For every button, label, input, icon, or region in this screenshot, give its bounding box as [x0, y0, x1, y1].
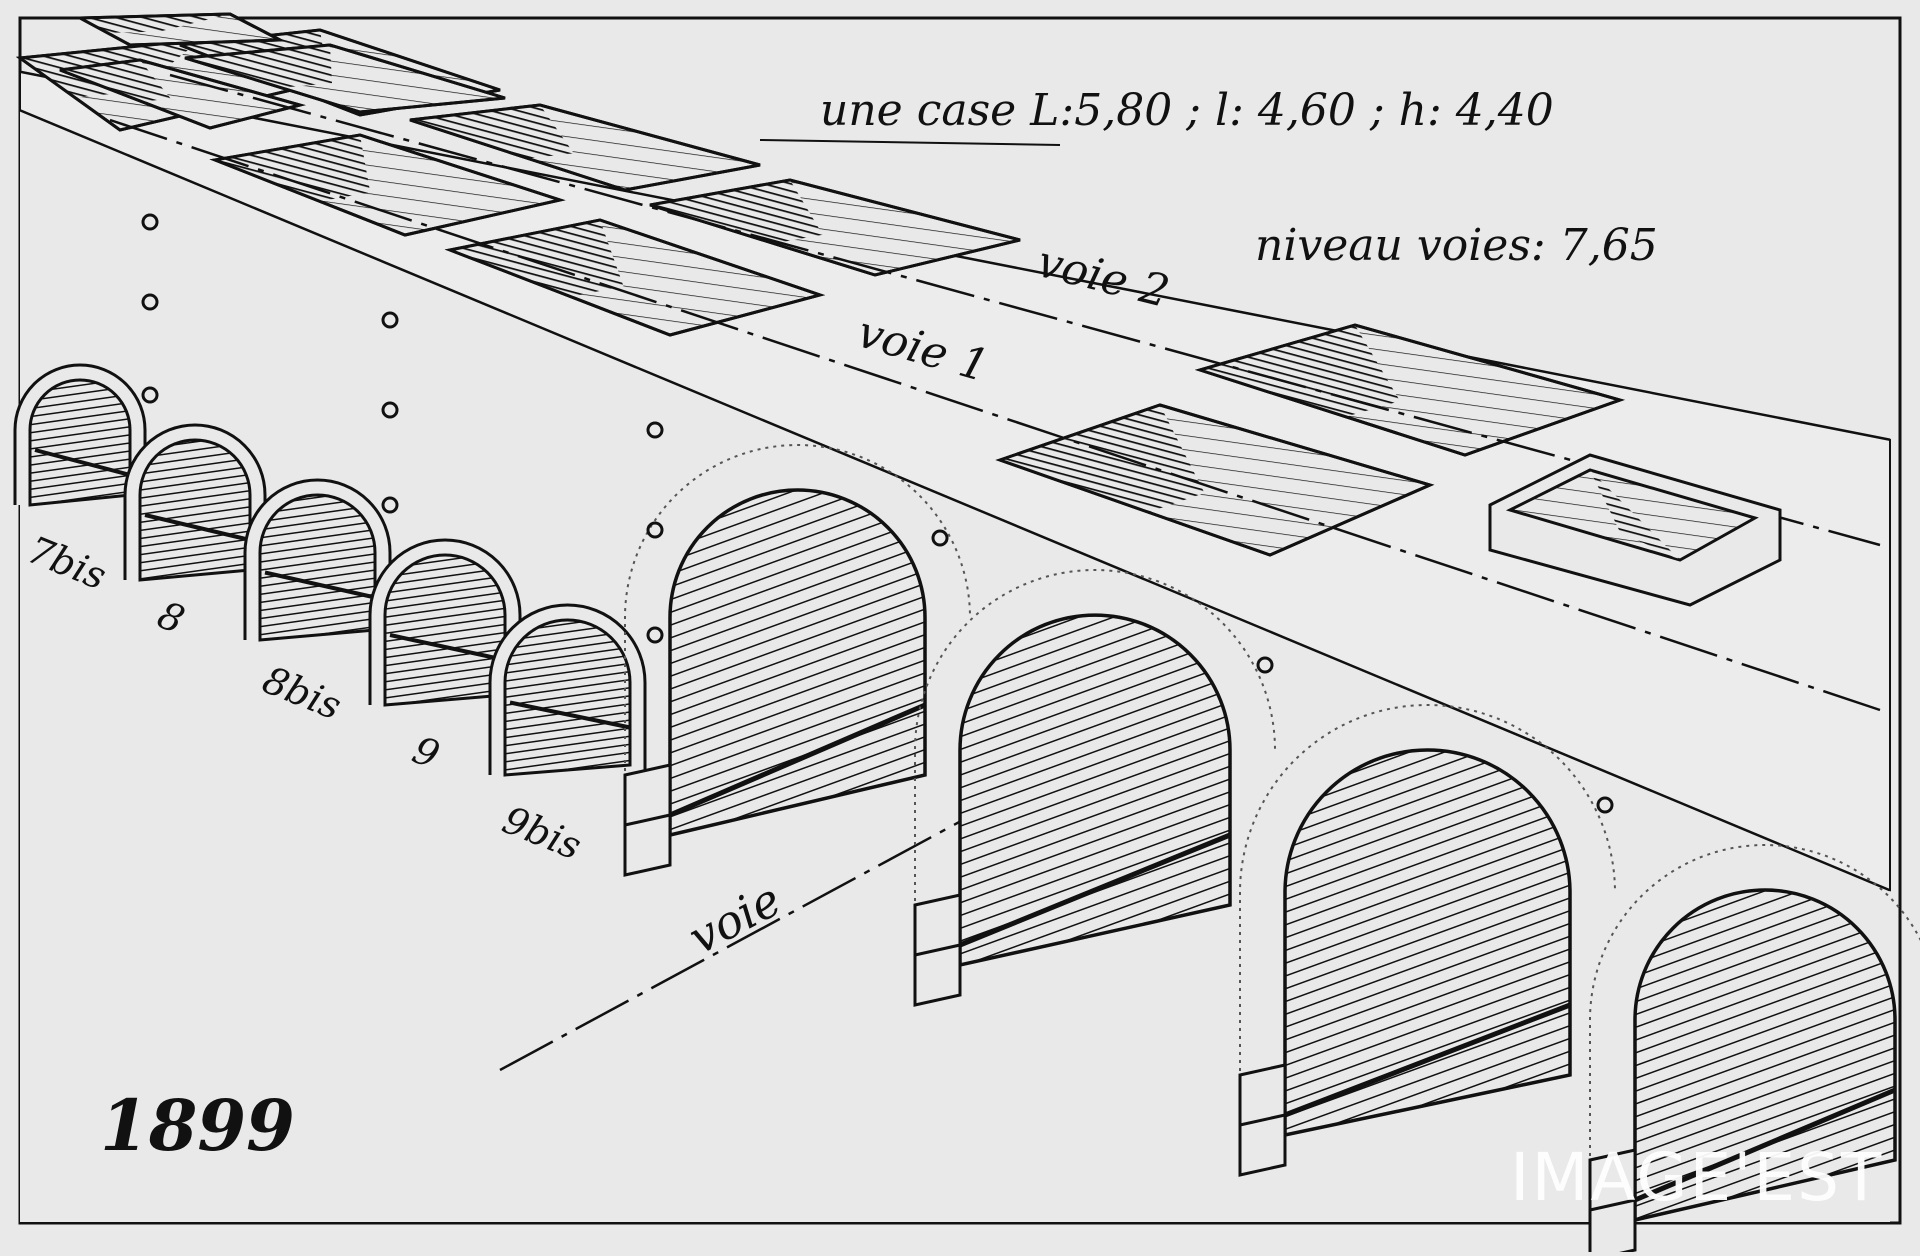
bolt-dot: [141, 213, 159, 231]
bolt-dots: [141, 213, 1614, 814]
bolt-dot: [381, 496, 399, 514]
bolt-dot: [381, 311, 399, 329]
bolt-dot: [141, 386, 159, 404]
deck-case: [444, 218, 826, 337]
track-line-voie: [499, 798, 1001, 1072]
large-arch: [1238, 704, 1616, 1177]
niveau-voies-label: niveau voies: 7,65: [1255, 220, 1658, 271]
bolt-dot: [646, 521, 664, 539]
large-arch: [623, 444, 971, 877]
bolt-dot: [1596, 796, 1614, 814]
bolt-dot: [381, 401, 399, 419]
small-arch: [368, 538, 522, 707]
deck-case: [409, 103, 761, 192]
track-line-voie1: [109, 118, 1881, 712]
deck-case: [1194, 323, 1625, 457]
deck-case: [209, 133, 566, 237]
deck-case: [184, 43, 506, 114]
large-arch: [913, 569, 1276, 1007]
deck-cases: [15, 12, 1625, 557]
bolt-dot: [646, 421, 664, 439]
bolt-dot: [141, 293, 159, 311]
case-dimensions-label: une case L:5,80 ; l: 4,60 ; h: 4,40: [820, 85, 1554, 136]
case-leader-line: [759, 139, 1061, 146]
deck-surface: [19, 70, 1891, 892]
bolt-dot: [931, 529, 949, 547]
arch-row: [13, 363, 1920, 1256]
bolt-dot: [646, 626, 664, 644]
year-label: 1899: [100, 1084, 295, 1167]
deck-case: [995, 403, 1435, 557]
small-arch: [13, 363, 147, 507]
deck-case: [74, 12, 286, 47]
deck-case: [649, 178, 1021, 277]
large-arch: [1588, 844, 1920, 1256]
small-well: [1488, 453, 1782, 607]
bolt-dot: [1256, 656, 1274, 674]
small-arch: [243, 478, 392, 642]
small-arch: [488, 603, 647, 777]
watermark: IMAGE'EST: [1510, 1139, 1883, 1216]
small-arch: [123, 423, 267, 582]
labels: une case L:5,80 ; l: 4,60 ; h: 4,40 nive…: [22, 85, 1658, 1167]
deck-case: [59, 58, 306, 130]
